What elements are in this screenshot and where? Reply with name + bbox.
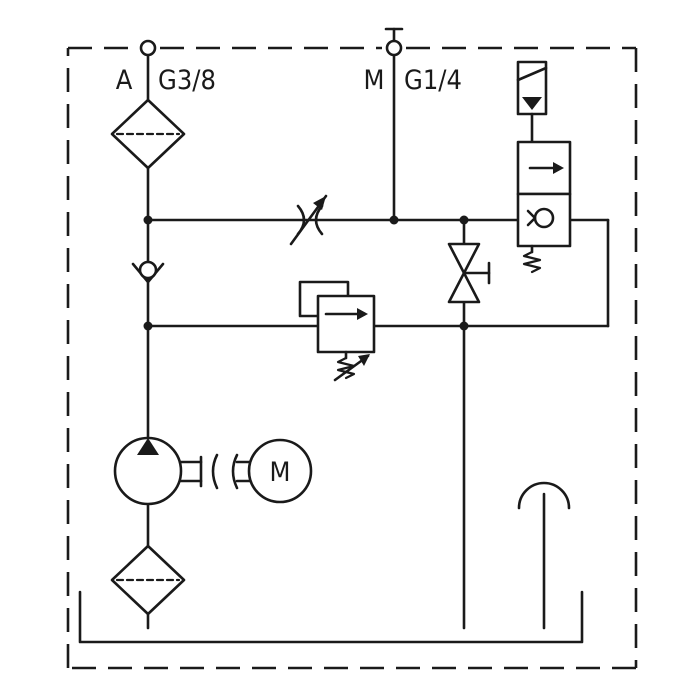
port-a: A G3/8 [116,39,216,96]
junction-dots [143,215,469,331]
port-m-letter: M [364,65,385,96]
port-a-thread: G3/8 [158,65,216,96]
port-a-letter: A [116,65,133,96]
throttle-valve-symbol [289,194,328,246]
pressure-relief-valve-symbol [298,280,376,382]
shaft-coupling-symbol [179,453,252,490]
electric-motor-symbol: M [247,438,313,504]
motor-label: M [270,457,291,488]
port-m-thread: G1/4 [404,65,462,96]
suction-filter-symbol [110,544,186,616]
check-valve-symbol [131,260,165,284]
unit-enclosure [66,46,638,670]
pump-symbol [113,436,183,506]
pressure-filter-symbol [110,98,186,170]
reservoir-tank [78,590,584,644]
port-a-connector [139,39,157,57]
solenoid-valve-symbol [516,60,572,274]
port-m: M G1/4 [364,27,462,96]
shut-off-valve-symbol [447,242,491,304]
port-m-connector [385,39,403,57]
return-line-symbol [517,481,571,510]
